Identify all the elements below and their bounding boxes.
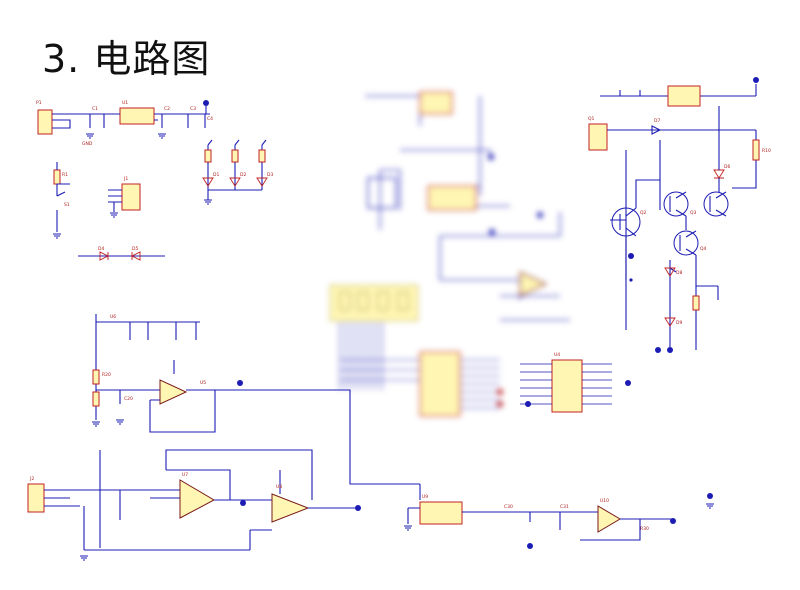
page-title: 3. 电路图 — [42, 37, 211, 81]
u6-label: U6 — [110, 314, 116, 320]
d1-label: D1 — [213, 172, 219, 178]
j1-label: J1 — [123, 176, 128, 182]
adc-regulator-section: U9 C30 C31 — [349, 460, 569, 549]
r20-label: R20 — [102, 372, 111, 378]
r30-label: R30 — [640, 526, 649, 532]
microcontroller-header-section: U4 — [520, 352, 631, 413]
u9-label: U9 — [422, 494, 428, 500]
d2-label: D2 — [240, 172, 246, 178]
blurred-center-circuitry — [329, 91, 570, 417]
q1-label: Q1 — [588, 116, 595, 122]
c3-label: C3 — [190, 106, 196, 112]
u10-label: U10 — [600, 498, 609, 504]
u1-label: U1 — [122, 100, 128, 106]
key-input-section: R1 S1 — [53, 162, 70, 239]
p1-label: P1 — [36, 100, 42, 106]
d7-label: D7 — [654, 118, 660, 124]
led-indicators-section: D1 D2 D3 — [202, 139, 273, 205]
u7-label: U7 — [182, 472, 188, 478]
gnd-label: GND — [82, 141, 93, 147]
output-buffer-section: U10 R30 — [500, 493, 714, 541]
q3-label: Q3 — [690, 210, 697, 216]
d4-label: D4 — [98, 246, 104, 252]
d8-label: D8 — [676, 270, 682, 276]
d6-label: D6 — [724, 164, 730, 170]
op-amp-filter-section: U5 U6 R20 C20 — [92, 314, 351, 460]
d3-label: D3 — [267, 172, 273, 178]
transistor-driver-section: Q1 Q2 Q3 Q4 R10 D6 D7 D8 D9 — [588, 77, 771, 353]
c4-label: C4 — [207, 116, 213, 122]
u5-label: U5 — [200, 380, 206, 386]
diode-pair-section: D4 D5 — [78, 246, 165, 261]
q4-label: Q4 — [700, 246, 707, 252]
d5-label: D5 — [132, 246, 138, 252]
j2-label: J2 — [29, 476, 34, 482]
c2-label: C2 — [164, 106, 170, 112]
r1-label: R1 — [62, 172, 68, 178]
power-supply-section: P1 U1 C1 C2 C3 C4 GND — [36, 100, 213, 147]
c20-label: C20 — [124, 396, 133, 402]
q2-label: Q2 — [640, 210, 647, 216]
s1-label: S1 — [64, 202, 70, 208]
sensor-header-section: J1 — [108, 176, 141, 218]
input-amplifier-section: J2 U7 U8 — [27, 449, 361, 561]
r10-label: R10 — [762, 148, 771, 154]
d9-label: D9 — [676, 320, 682, 326]
u8-label: U8 — [276, 484, 282, 490]
c30-label: C30 — [504, 504, 513, 510]
u4-label: U4 — [554, 352, 560, 358]
c31-label: C31 — [560, 504, 569, 510]
c1-label: C1 — [92, 106, 98, 112]
